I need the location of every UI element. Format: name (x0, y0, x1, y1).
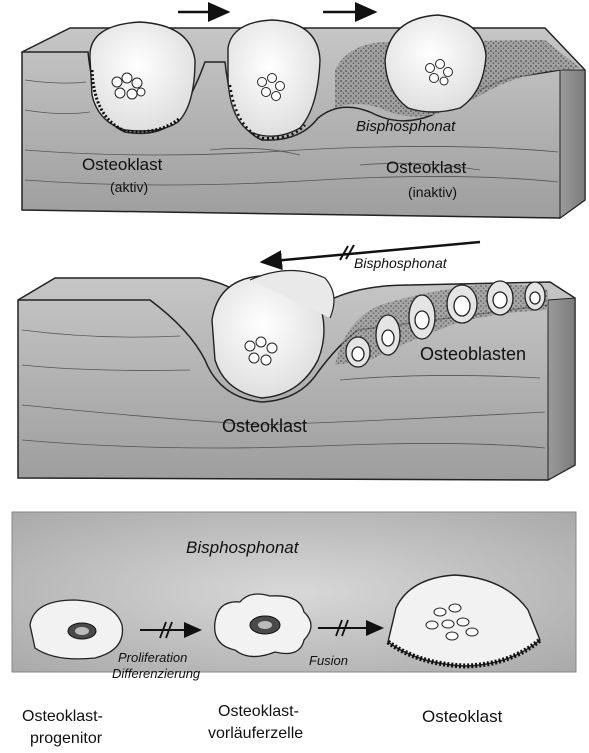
progenitor-label-line2: progenitor (30, 730, 103, 747)
fusion-label: Fusion (309, 653, 348, 668)
osteoclast-inactive-cell (385, 15, 486, 112)
bisphosphonate-label-1: Bisphosphonat (356, 118, 456, 135)
osteoclast-label-2: Osteoklast (222, 416, 307, 436)
progenitor-label-line1: Osteoklast- (22, 708, 103, 725)
precursor-label-line2: vorläuferzelle (208, 725, 303, 742)
osteoclast-active-state-label: (aktiv) (110, 179, 148, 195)
panel-2-remodeling-reversal: Bisphosphonat (18, 242, 575, 480)
osteoblasts-label: Osteoblasten (420, 344, 526, 364)
bisphosphonate-label-2: Bisphosphonat (354, 255, 448, 271)
proliferation-label: Proliferation (118, 650, 187, 665)
osteoclast-inactive-state-label: (inaktiv) (408, 184, 457, 200)
osteoclast-active-cell (90, 22, 195, 132)
osteoclast-middle-cell (228, 20, 320, 138)
progenitor-cell (30, 600, 122, 659)
bisphosphonate-label-3: Bisphosphonat (186, 538, 300, 557)
precursor-label-line1: Osteoklast- (218, 703, 299, 720)
osteoclast-label-3: Osteoklast (422, 707, 503, 726)
osteoclast-inactive-label: Osteoklast (386, 158, 467, 177)
differentiation-label: Differenzierung (112, 666, 201, 681)
precursor-cell (215, 594, 311, 657)
panel-1-osteoclast-inactivation: Bisphosphonat Osteoklast (aktiv) Osteokl… (22, 12, 585, 218)
panel-3-osteoclast-formation: Bisphosphonat (12, 512, 576, 747)
osteoclast-active-label: Osteoklast (82, 155, 163, 174)
